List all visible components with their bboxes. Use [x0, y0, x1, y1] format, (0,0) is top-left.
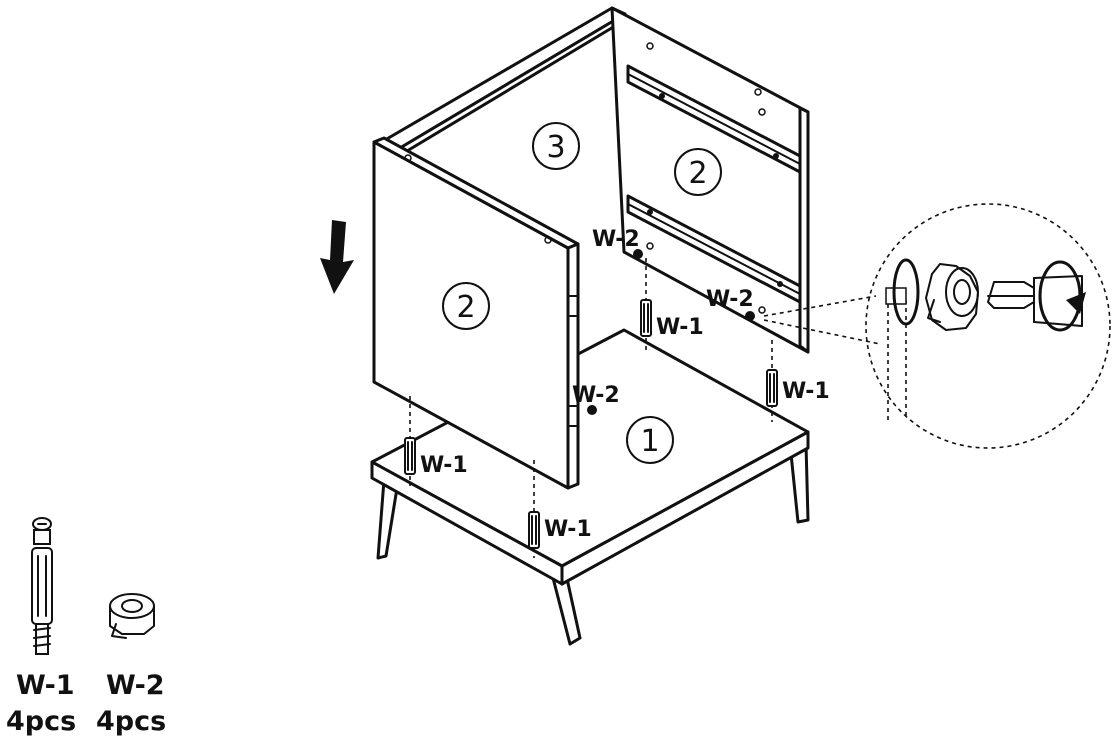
panel-number-bottom: 1: [626, 416, 674, 464]
side-panel-left: [372, 136, 580, 490]
back-panel-3: [383, 6, 627, 156]
callout-w2-back-right: W-2: [706, 287, 754, 312]
callout-w2-left: W-2: [572, 383, 620, 408]
cam-bolt-icon: [528, 460, 540, 558]
screwdriver-icon: [987, 275, 1083, 327]
cam-bolt-icon: [404, 396, 416, 486]
cam-lock-icon: [745, 311, 755, 321]
parts-list: W-1 4pcs W-2 4pcs: [6, 517, 166, 737]
side-panel-right: [610, 6, 810, 354]
callout-w1-front-left: W-1: [420, 453, 468, 478]
svg-text:3: 3: [546, 130, 565, 165]
detail-zoom-callout: [763, 203, 1111, 449]
svg-text:2: 2: [688, 156, 707, 191]
callout-w1-back-right: W-1: [782, 379, 830, 404]
drawer-rail-upper: [626, 64, 802, 174]
panel-number-back: 3: [532, 122, 580, 170]
panel-number-side-right: 2: [674, 148, 722, 196]
svg-text:1: 1: [640, 424, 659, 459]
cam-lock-icon: [587, 405, 597, 415]
panel-number-side-left: 2: [442, 282, 490, 330]
cam-bolt-icon: [640, 258, 652, 350]
cam-lock-icon: [633, 249, 643, 259]
part-w2-code: W-2: [106, 670, 165, 701]
part-w1-qty: 4pcs: [6, 706, 76, 737]
svg-text:2: 2: [456, 290, 475, 325]
cam-bolt-icon: [766, 340, 778, 422]
part-w2-qty: 4pcs: [96, 706, 166, 737]
drawer-rail-lower: [626, 194, 802, 304]
cam-lock-icon: [109, 593, 155, 639]
bottom-panel-1: [370, 328, 810, 646]
rotate-clockwise-icon: [1038, 260, 1086, 332]
callout-w1-front-right: W-1: [544, 517, 592, 542]
cam-bolt-icon: [31, 517, 53, 655]
callout-w1-back-center: W-1: [656, 315, 704, 340]
part-w1-code: W-1: [16, 670, 75, 701]
cam-lock-icon: [925, 263, 979, 331]
callout-w2-back-top: W-2: [592, 227, 640, 252]
cam-hole-ring-icon: [892, 258, 920, 326]
down-arrow-icon: [320, 220, 354, 294]
